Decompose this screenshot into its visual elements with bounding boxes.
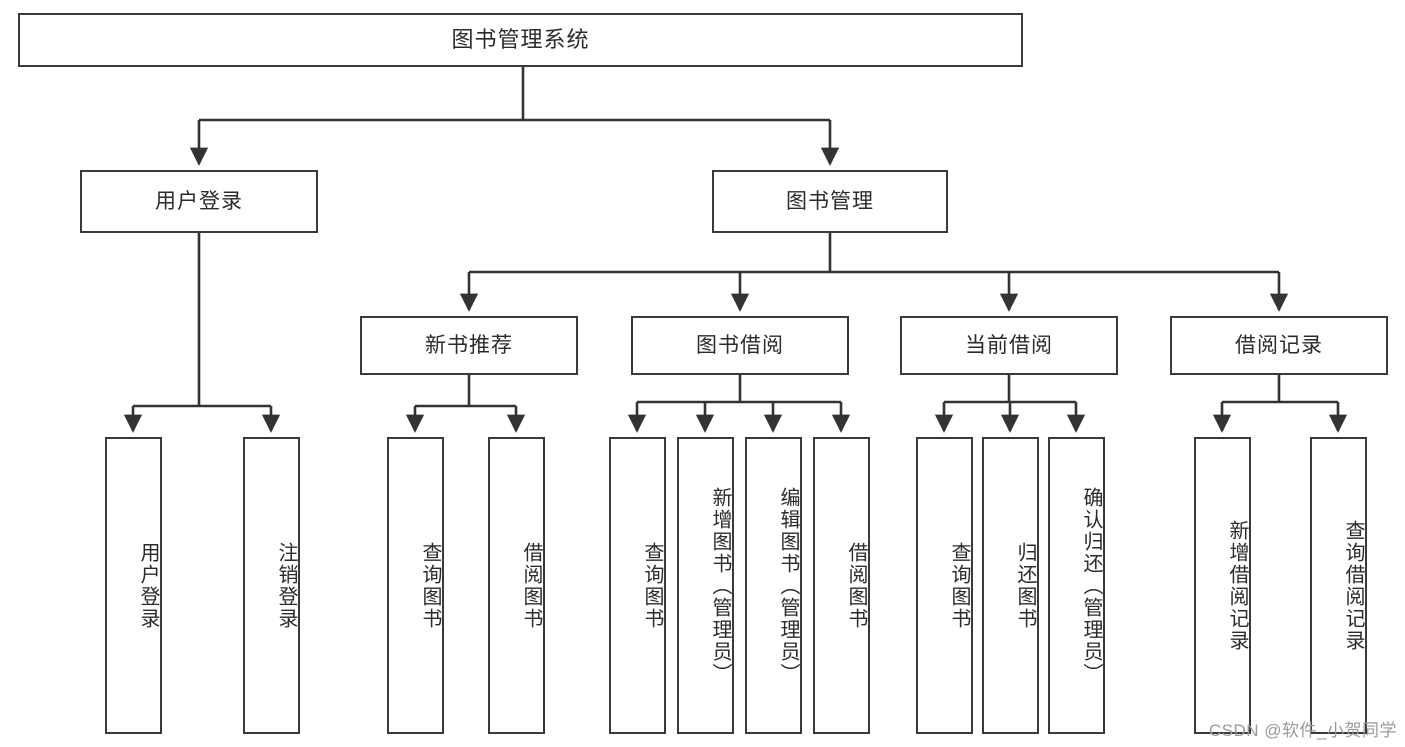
leaf-user-logout[interactable]: 注销登录 xyxy=(243,437,300,734)
leaf-confirm-return-admin[interactable]: 确认归还（管理员） xyxy=(1048,437,1105,734)
node-borrow-record[interactable]: 借阅记录 xyxy=(1170,316,1388,375)
leaf-query-book-borrow[interactable]: 查询图书 xyxy=(609,437,666,734)
leaf-query-borrow-record[interactable]: 查询借阅记录 xyxy=(1310,437,1367,734)
leaf-borrow-book-recommend[interactable]: 借阅图书 xyxy=(488,437,545,734)
leaf-add-book-admin[interactable]: 新增图书（管理员） xyxy=(677,437,734,734)
node-new-book-recommend[interactable]: 新书推荐 xyxy=(360,316,578,375)
leaf-edit-book-admin[interactable]: 编辑图书（管理员） xyxy=(745,437,802,734)
leaf-user-login[interactable]: 用户登录 xyxy=(105,437,162,734)
leaf-add-borrow-record[interactable]: 新增借阅记录 xyxy=(1194,437,1251,734)
node-user-login[interactable]: 用户登录 xyxy=(80,170,318,233)
node-root[interactable]: 图书管理系统 xyxy=(18,13,1023,67)
node-current-borrow[interactable]: 当前借阅 xyxy=(900,316,1118,375)
node-book-manage[interactable]: 图书管理 xyxy=(712,170,948,233)
node-book-borrow[interactable]: 图书借阅 xyxy=(631,316,849,375)
leaf-query-book-recommend[interactable]: 查询图书 xyxy=(387,437,444,734)
leaf-query-book-current[interactable]: 查询图书 xyxy=(916,437,973,734)
csdn-watermark: CSDN @软件_小贺同学 xyxy=(1208,721,1397,740)
leaf-borrow-book[interactable]: 借阅图书 xyxy=(813,437,870,734)
leaf-return-book[interactable]: 归还图书 xyxy=(982,437,1039,734)
